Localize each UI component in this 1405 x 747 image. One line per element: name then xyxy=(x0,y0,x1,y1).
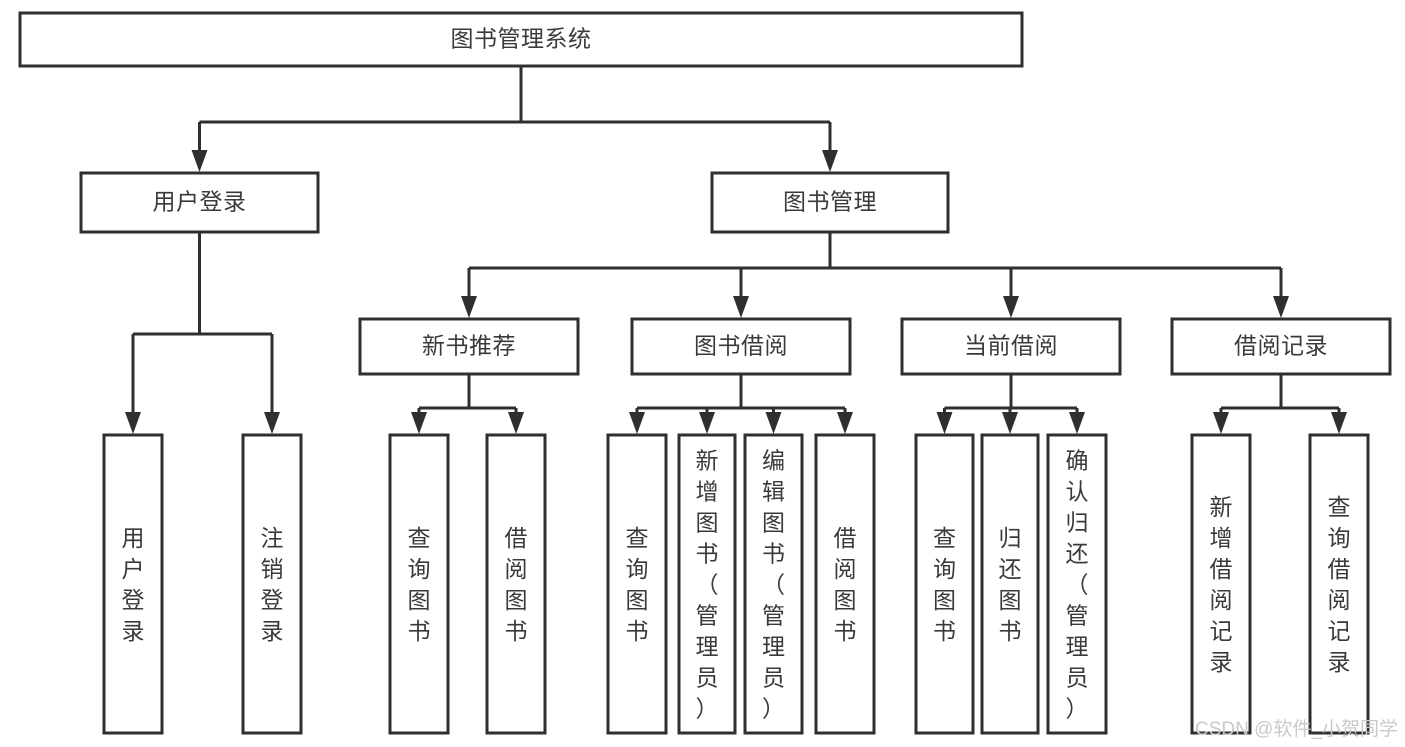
arrow-head-icon xyxy=(1069,412,1085,434)
leaf-node-leaf-query-book-1[interactable]: 查询图书 xyxy=(388,433,450,735)
leaf-node-leaf-query-book-2[interactable]: 查询图书 xyxy=(606,433,668,735)
node-new-book-recommend[interactable]: 新书推荐 xyxy=(358,317,580,376)
arrow-head-icon xyxy=(733,296,749,318)
arrow-head-icon xyxy=(191,150,208,172)
node-borrow-record[interactable]: 借阅记录 xyxy=(1170,317,1392,376)
connector-group-book-borrow xyxy=(629,374,853,434)
leaf-node-box[interactable] xyxy=(1308,433,1370,735)
node-root[interactable]: 图书管理系统 xyxy=(18,11,1024,68)
level2-node-label: 借阅记录 xyxy=(1234,333,1328,359)
leaf-node-box[interactable] xyxy=(980,433,1040,735)
leaf-node-label: 查询图书 xyxy=(626,525,649,644)
leaf-node-box[interactable] xyxy=(677,433,737,735)
leaf-node-leaf-edit-book[interactable]: 编辑图书（管理员） xyxy=(743,433,804,735)
connector-group-new-book-recommend xyxy=(411,374,524,434)
arrow-head-icon xyxy=(461,296,477,318)
leaf-node-leaf-logout[interactable]: 注销登录 xyxy=(241,433,303,735)
arrow-head-icon xyxy=(1273,296,1289,318)
arrow-head-icon xyxy=(837,412,853,434)
leaf-node-label: 借阅图书 xyxy=(505,525,528,644)
leaf-node-label: 查询图书 xyxy=(933,525,956,644)
leaf-node-leaf-add-record[interactable]: 新增借阅记录 xyxy=(1190,433,1252,735)
arrow-head-icon xyxy=(1003,296,1019,318)
leaf-node-label: 新增借阅记录 xyxy=(1210,494,1233,675)
level2-node-label: 当前借阅 xyxy=(964,333,1058,359)
arrow-head-icon xyxy=(1213,412,1229,434)
node-current-borrow[interactable]: 当前借阅 xyxy=(900,317,1122,376)
leaf-node-label: 查询借阅记录 xyxy=(1328,494,1351,675)
level1-node-label: 图书管理 xyxy=(783,189,877,215)
leaf-node-label: 查询图书 xyxy=(408,525,431,644)
leaf-node-leaf-return-book[interactable]: 归还图书 xyxy=(980,433,1040,735)
level1-node-label: 用户登录 xyxy=(153,189,247,215)
arrow-head-icon xyxy=(508,412,524,434)
root-node-box[interactable] xyxy=(18,11,1024,68)
arrow-head-icon xyxy=(1331,412,1347,434)
leaf-node-box[interactable] xyxy=(241,433,303,735)
leaf-node-label: 归还图书 xyxy=(999,525,1022,644)
level1-node-box[interactable] xyxy=(79,171,320,234)
arrow-head-icon xyxy=(765,412,782,434)
leaf-node-label: 编辑图书（管理员） xyxy=(762,448,785,722)
level1-node-box[interactable] xyxy=(710,171,950,234)
level2-node-box[interactable] xyxy=(358,317,580,376)
csdn-watermark: CSDN @软件_小贺同学 xyxy=(1195,718,1398,740)
leaf-node-leaf-borrow-book-2[interactable]: 借阅图书 xyxy=(814,433,876,735)
leaf-node-label: 注销登录 xyxy=(261,525,284,644)
leaf-node-box[interactable] xyxy=(1190,433,1252,735)
leaf-node-label: 确认归还（管理员） xyxy=(1066,448,1089,722)
leaf-node-box[interactable] xyxy=(914,433,975,735)
arrow-head-icon xyxy=(264,412,280,434)
level2-node-box[interactable] xyxy=(630,317,852,376)
leaf-node-box[interactable] xyxy=(102,433,164,735)
leaf-node-leaf-query-book-3[interactable]: 查询图书 xyxy=(914,433,975,735)
leaf-node-box[interactable] xyxy=(814,433,876,735)
arrow-head-icon xyxy=(629,412,645,434)
leaf-node-leaf-add-book[interactable]: 新增图书（管理员） xyxy=(677,433,737,735)
leaf-node-label: 借阅图书 xyxy=(834,525,857,644)
leaf-node-leaf-confirm-return[interactable]: 确认归还（管理员） xyxy=(1046,433,1108,735)
connector-layer xyxy=(125,66,1347,434)
level2-node-box[interactable] xyxy=(900,317,1122,376)
leaf-node-box[interactable] xyxy=(1046,433,1108,735)
arrow-head-icon xyxy=(1002,412,1018,434)
connector-group-root xyxy=(191,66,838,172)
root-node-label: 图书管理系统 xyxy=(451,26,592,52)
connector-group-current-borrow xyxy=(936,374,1085,434)
connector-group-user-login xyxy=(125,232,280,434)
leaf-node-box[interactable] xyxy=(388,433,450,735)
arrow-head-icon xyxy=(411,412,427,434)
node-book-manage[interactable]: 图书管理 xyxy=(710,171,950,234)
node-user-login[interactable]: 用户登录 xyxy=(79,171,320,234)
leaf-node-box[interactable] xyxy=(743,433,804,735)
arrow-head-icon xyxy=(699,412,715,434)
leaf-node-box[interactable] xyxy=(606,433,668,735)
leaf-node-label: 用户登录 xyxy=(122,525,145,644)
connector-group-borrow-record xyxy=(1213,374,1347,434)
level2-node-label: 图书借阅 xyxy=(694,333,788,359)
level2-node-box[interactable] xyxy=(1170,317,1392,376)
leaf-node-box[interactable] xyxy=(485,433,547,735)
arrow-head-icon xyxy=(936,412,953,434)
node-book-borrow[interactable]: 图书借阅 xyxy=(630,317,852,376)
leaf-node-leaf-borrow-book-1[interactable]: 借阅图书 xyxy=(485,433,547,735)
connector-group-book-manage xyxy=(461,232,1289,318)
leaf-node-label: 新增图书（管理员） xyxy=(696,448,719,722)
arrow-head-icon xyxy=(125,412,141,434)
arrow-head-icon xyxy=(822,150,838,172)
leaf-node-leaf-user-login[interactable]: 用户登录 xyxy=(102,433,164,735)
node-layer: 图书管理系统用户登录图书管理新书推荐图书借阅当前借阅借阅记录用户登录注销登录查询… xyxy=(18,11,1392,735)
leaf-node-leaf-query-record[interactable]: 查询借阅记录 xyxy=(1308,433,1370,735)
level2-node-label: 新书推荐 xyxy=(422,333,516,359)
